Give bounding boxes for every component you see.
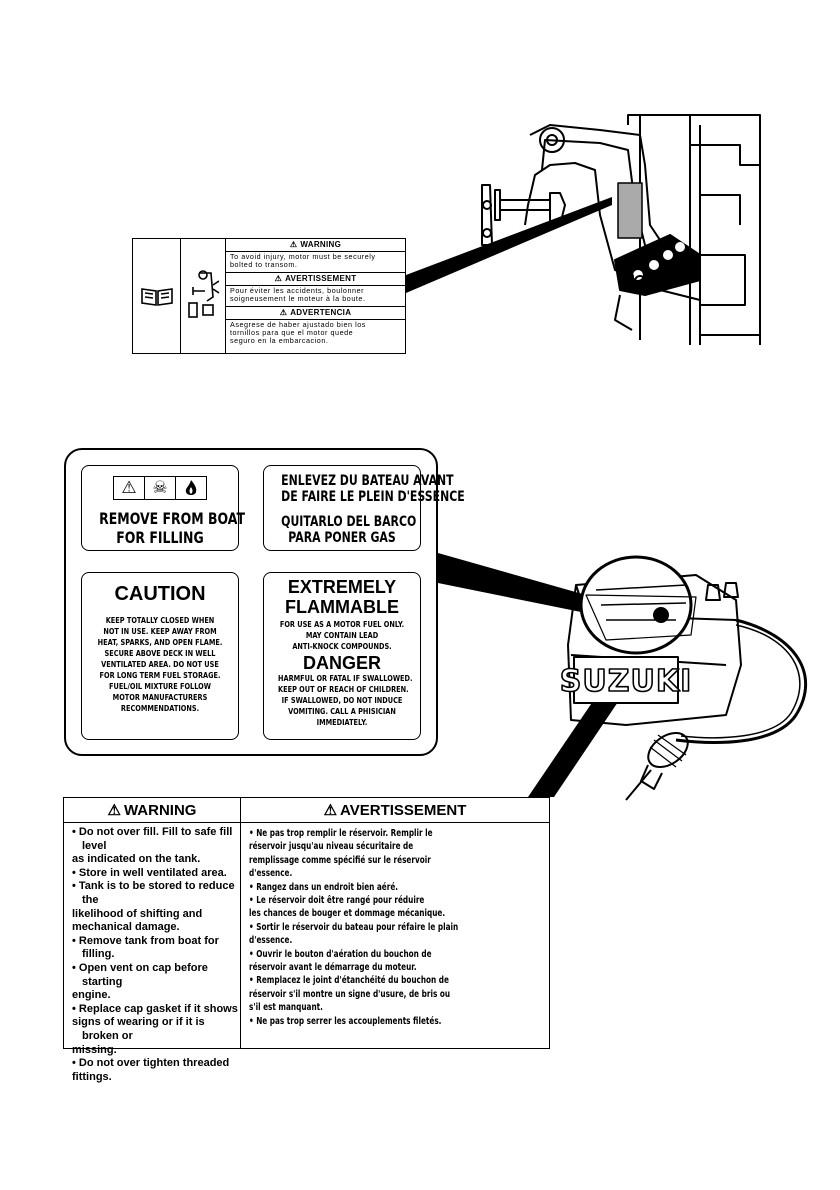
french-line1: ENLEVEZ DU BATEAU AVANT bbox=[281, 473, 454, 489]
transom-warning-sticker: ⚠WARNING To avoid injury, motor must be … bbox=[132, 238, 406, 354]
warning-triangle-icon: ⚠ bbox=[279, 307, 288, 317]
remove-from-boat-translation-card: ENLEVEZ DU BATEAU AVANT DE FAIRE LE PLEI… bbox=[263, 465, 465, 551]
french-warning-item-line: d'essence. bbox=[249, 868, 293, 880]
english-warning-item-line: • Do not over fill. Fill to safe fill le… bbox=[72, 826, 233, 852]
english-warning-item-line: • Remove tank from boat for filling. bbox=[72, 934, 219, 961]
hazard-pictogram-row: ⚠ ☠ bbox=[82, 476, 238, 500]
english-warning-item: • Store in well ventilated area. bbox=[72, 867, 240, 881]
french-warning-item: • Rangez dans un endroit bien aéré. bbox=[249, 881, 477, 894]
sticker-header-warning: ⚠WARNING bbox=[226, 239, 405, 252]
sticker-text-spanish: Asegrese de haber ajustado bien los torn… bbox=[230, 319, 366, 346]
french-warning-item-line: • Remplacez le joint d'étanchéité du bou… bbox=[249, 975, 449, 987]
french-warning-item-line: • Ouvrir le bouton d'aération du bouchon… bbox=[249, 948, 432, 960]
french-warning-item: • Ouvrir le bouton d'aération du bouchon… bbox=[249, 948, 477, 975]
caution-card: CAUTION KEEP TOTALLY CLOSED WHEN NOT IN … bbox=[81, 572, 239, 740]
skull-crossbones-icon: ☠ bbox=[145, 477, 176, 499]
flame-icon bbox=[176, 477, 206, 499]
warning-triangle-icon: ⚠ bbox=[114, 477, 145, 499]
danger-title: DANGER bbox=[302, 653, 381, 673]
french-warning-item-line: • Le réservoir doit être rangé pour rédu… bbox=[249, 895, 425, 907]
french-line2: DE FAIRE LE PLEIN D'ESSENCE bbox=[281, 489, 465, 505]
remove-from-boat-line1: REMOVE FROM BOAT bbox=[99, 509, 246, 528]
spanish-line1: QUITARLO DEL BARCO bbox=[281, 514, 417, 530]
warning-triangle-icon: ⚠ bbox=[323, 802, 338, 819]
clamp-pictogram-cell bbox=[181, 239, 226, 353]
french-warning-item-line: • Ne pas trop remplir le réservoir. Remp… bbox=[249, 828, 433, 839]
fuel-tank-illustration: SUZUKI bbox=[438, 553, 808, 801]
english-warning-item-line: fittings. bbox=[72, 1070, 112, 1083]
french-warning-item-line: • Sortir le réservoir du bateau pour réf… bbox=[249, 921, 459, 933]
french-warning-item-line: d'essence. bbox=[249, 935, 293, 947]
warning-triangle-icon: ⚠ bbox=[107, 802, 121, 819]
open-book-icon bbox=[140, 288, 173, 306]
suzuki-brand-text: SUZUKI bbox=[560, 664, 693, 699]
warning-column-french: ⚠AVERTISSEMENT • Ne pas trop remplir le … bbox=[241, 798, 549, 1048]
french-warning-item: • Le réservoir doit être rangé pour rédu… bbox=[249, 894, 477, 921]
warning-triangle-icon: ⚠ bbox=[274, 273, 283, 283]
transom-clamp-icon bbox=[188, 270, 220, 318]
warning-header: ⚠WARNING bbox=[64, 798, 240, 823]
french-warning-item-line: réservoir jusqu'au niveau sécuritaire de bbox=[249, 841, 414, 853]
sticker-text-english: To avoid injury, motor must be securely … bbox=[226, 252, 405, 273]
english-warning-item-line: • Store in well ventilated area. bbox=[72, 866, 227, 879]
english-warning-item-line: • Open vent on cap before starting bbox=[72, 961, 208, 988]
warning-column-english: ⚠WARNING • Do not over fill. Fill to saf… bbox=[64, 798, 241, 1083]
english-warning-item-line: • Replace cap gasket if it shows bbox=[72, 1002, 238, 1015]
sticker-text-column: ⚠WARNING To avoid injury, motor must be … bbox=[226, 239, 405, 353]
english-warning-item-line: • Do not over tighten threaded bbox=[72, 1057, 230, 1070]
english-warning-item-line: engine. bbox=[72, 989, 111, 1002]
flammable-title-line1: EXTREMELY bbox=[287, 577, 397, 597]
english-warning-item-line: likelihood of shifting and bbox=[72, 907, 203, 920]
sticker-header-avertissement: ⚠AVERTISSEMENT bbox=[226, 273, 405, 286]
extremely-flammable-card: EXTREMELY FLAMMABLE FOR USE AS A MOTOR F… bbox=[263, 572, 421, 740]
english-warning-item-line: mechanical damage. bbox=[72, 921, 180, 934]
french-warning-item: • Remplacez le joint d'étanchéité du bou… bbox=[249, 974, 477, 1014]
remove-from-boat-line2: FOR FILLING bbox=[116, 528, 204, 547]
french-warning-list: • Ne pas trop remplir le réservoir. Remp… bbox=[241, 827, 549, 1028]
french-warning-item: • Ne pas trop serrer les accouplements f… bbox=[249, 1015, 477, 1028]
read-manual-cell bbox=[133, 239, 181, 353]
sticker-header-advertencia: ⚠ADVERTENCIA bbox=[226, 307, 405, 320]
french-warning-item-line: • Rangez dans un endroit bien aéré. bbox=[249, 881, 399, 893]
english-warning-item-line: as indicated on the tank. bbox=[72, 853, 201, 866]
english-warning-item: • Do not over fill. Fill to safe fill le… bbox=[72, 826, 240, 867]
fuel-tank-decal: ⚠ ☠ REMOVE FROM BOAT FOR FILLING ENLEVEZ… bbox=[64, 448, 465, 756]
french-warning-item-line: s'il est manquant. bbox=[249, 1002, 323, 1014]
english-warning-item-line: missing. bbox=[72, 1043, 117, 1056]
french-warning-item-line: réservoir s'il montre un signe d'usure, … bbox=[249, 988, 451, 1000]
english-warning-item-line: • Tank is to be stored to reduce the bbox=[72, 880, 235, 906]
french-warning-item-line: • Ne pas trop serrer les accouplements f… bbox=[249, 1015, 442, 1027]
french-warning-item-line: réservoir avant le démarrage du moteur. bbox=[249, 962, 417, 974]
remove-from-boat-card: ⚠ ☠ REMOVE FROM BOAT FOR FILLING bbox=[81, 465, 246, 551]
sticker-text-french: Pour éviter les accidents, boulonner soi… bbox=[226, 286, 405, 307]
french-warning-item: • Sortir le réservoir du bateau pour réf… bbox=[249, 921, 477, 948]
caution-title: CAUTION bbox=[114, 583, 206, 605]
english-warning-item-line: signs of wearing or if it is broken or bbox=[72, 1016, 205, 1042]
flammable-title-line2: FLAMMABLE bbox=[285, 597, 399, 617]
tank-warning-table: ⚠WARNING • Do not over fill. Fill to saf… bbox=[63, 797, 550, 1083]
french-warning-item-line: remplissage comme spécifié sur le réserv… bbox=[249, 854, 431, 866]
warning-triangle-icon: ⚠ bbox=[289, 240, 298, 249]
avertissement-header: ⚠AVERTISSEMENT bbox=[241, 798, 549, 823]
english-warning-list: • Do not over fill. Fill to safe fill le… bbox=[64, 826, 240, 1084]
english-warning-item: • Remove tank from boat for filling. bbox=[72, 935, 240, 962]
outboard-clamp-illustration bbox=[406, 114, 761, 345]
spanish-line2: PARA PONER GAS bbox=[288, 530, 396, 546]
french-warning-item-line: les chances de bouger et dommage mécaniq… bbox=[249, 908, 446, 920]
french-warning-item: • Ne pas trop remplir le réservoir. Remp… bbox=[249, 827, 477, 881]
